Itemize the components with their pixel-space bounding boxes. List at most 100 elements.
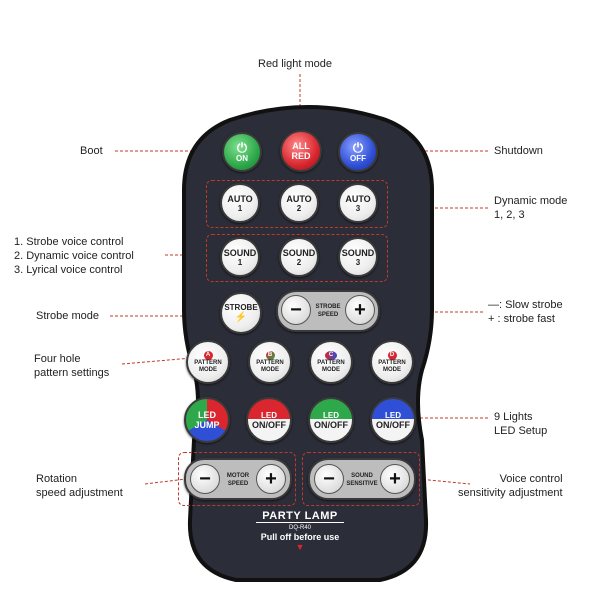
auto-number: 2 [296, 203, 302, 213]
strobe-speed-line2: SPEED [317, 312, 339, 318]
led-onoff-label: ON/OFF [314, 419, 348, 430]
pattern-line1: PATTERN [317, 359, 345, 366]
pattern-d-button[interactable]: D PATTERN MODE [370, 340, 414, 384]
callout-voice-sens-line1: Voice control [499, 473, 563, 485]
all-red-button[interactable]: ALL RED [280, 130, 322, 172]
callout-strobe-mode: Strobe mode [36, 310, 99, 322]
sound-group-frame [206, 234, 388, 282]
pattern-line2: MODE [383, 366, 401, 373]
led-jump-button[interactable]: LED JUMP [184, 397, 230, 443]
callout-four-hole-line2: pattern settings [34, 367, 110, 379]
callout-nine-lights-line1: 9 Lights [494, 411, 533, 423]
led-red-onoff-button[interactable]: LED ON/OFF [246, 397, 292, 443]
led-green-onoff-button[interactable]: LED ON/OFF [308, 397, 354, 443]
pattern-dot-icon: D [387, 350, 397, 360]
sound-1-button[interactable]: SOUND 1 [220, 237, 260, 277]
sound-3-button[interactable]: SOUND 3 [338, 237, 378, 277]
sound-label: SOUND [282, 247, 316, 258]
callout-voice-sensitivity: Voice control sensitivity adjustment [458, 472, 563, 500]
pattern-line2: MODE [322, 366, 340, 373]
strobe-fast-button[interactable]: + [345, 295, 375, 325]
strobe-button[interactable]: STROBE ⚡ [220, 292, 262, 334]
motor-slower-button[interactable]: − [190, 464, 220, 494]
strobe-label: STROBE [224, 303, 258, 312]
auto-1-button[interactable]: AUTO 1 [220, 183, 260, 223]
power-on-button[interactable]: ⏻ ON [222, 132, 262, 172]
motor-speed-control: − MOTOR SPEED + [184, 458, 292, 500]
auto-2-button[interactable]: AUTO 2 [279, 183, 319, 223]
led-label: LED [323, 410, 339, 420]
led-blue-onoff-button[interactable]: LED ON/OFF [370, 397, 416, 443]
motor-speed-label: MOTOR SPEED [221, 472, 255, 488]
led-jump-line2: JUMP [194, 420, 220, 430]
plus-icon: + [265, 467, 277, 490]
auto-3-button[interactable]: AUTO 3 [338, 183, 378, 223]
callout-fast-strobe: + : strobe fast [488, 313, 555, 325]
pattern-dot-icon: A [203, 350, 213, 360]
auto-number: 3 [355, 203, 361, 213]
callout-strobe-speed: —: Slow strobe + : strobe fast [488, 298, 563, 326]
callout-dynamic-mode: Dynamic mode 1, 2, 3 [494, 194, 567, 222]
pattern-line2: MODE [199, 366, 217, 373]
auto-number: 1 [237, 203, 243, 213]
strobe-speed-line1: STROBE [315, 304, 341, 310]
callout-four-hole-line1: Four hole [34, 353, 81, 365]
callout-voice-control: 1. Strobe voice control 2. Dynamic voice… [14, 235, 134, 277]
led-label: LED [261, 410, 277, 420]
pull-off-notice: Pull off before use [260, 532, 340, 542]
callout-voice-line3: 3. Lyrical voice control [14, 264, 123, 276]
pattern-a-button[interactable]: A PATTERN MODE [186, 340, 230, 384]
callout-rotation-line1: Rotation [36, 473, 77, 485]
led-onoff-label: ON/OFF [376, 419, 410, 430]
pattern-b-button[interactable]: B PATTERN MODE [248, 340, 292, 384]
pattern-line1: PATTERN [194, 359, 222, 366]
callout-voice-line2: 2. Dynamic voice control [14, 250, 134, 262]
sound-sensitive-label: SOUND SENSITIVE [345, 472, 379, 488]
sound-sens-line1: SOUND [351, 473, 373, 479]
auto-label: AUTO [345, 193, 371, 204]
sound-sens-line2: SENSITIVE [346, 481, 378, 487]
model-number: DQ-R40 [288, 525, 311, 531]
callout-dynamic-mode-line1: Dynamic mode [494, 195, 568, 207]
power-off-label: OFF [350, 154, 366, 163]
all-red-line2: RED [291, 151, 311, 161]
callout-shutdown: Shutdown [494, 145, 543, 157]
sound-number: 2 [296, 257, 302, 267]
strobe-speed-label: STROBE SPEED [312, 303, 344, 319]
plus-icon: + [354, 298, 366, 321]
auto-label: AUTO [286, 193, 312, 204]
pattern-line1: PATTERN [256, 359, 284, 366]
lightning-icon: ⚡ [234, 312, 248, 323]
sound-number: 3 [355, 257, 361, 267]
sound-label: SOUND [223, 247, 257, 258]
branding: PARTY LAMP DQ-R40 Pull off before use ▼ [230, 510, 370, 552]
minus-icon: − [290, 298, 302, 321]
callout-dynamic-mode-line2: 1, 2, 3 [494, 209, 525, 221]
callout-rotation-line2: speed adjustment [36, 487, 123, 499]
pattern-c-button[interactable]: C PATTERN MODE [309, 340, 353, 384]
minus-icon: − [323, 467, 335, 490]
sound-number: 1 [237, 257, 243, 267]
minus-icon: − [199, 467, 211, 490]
sound-2-button[interactable]: SOUND 2 [279, 237, 319, 277]
all-red-line1: ALL [292, 141, 310, 151]
sound-sensitivity-control: − SOUND SENSITIVE + [308, 458, 416, 500]
pattern-dot-icon: B [265, 350, 275, 360]
power-off-button[interactable]: ⏻ OFF [338, 132, 378, 172]
pattern-dot-icon: C [325, 350, 337, 360]
auto-label: AUTO [227, 193, 253, 204]
motor-line1: MOTOR [226, 473, 250, 479]
sound-label: SOUND [341, 247, 375, 258]
led-onoff-label: ON/OFF [252, 419, 286, 430]
motor-faster-button[interactable]: + [256, 464, 286, 494]
power-icon: ⏻ [236, 140, 248, 155]
pattern-line2: MODE [261, 366, 279, 373]
strobe-slow-button[interactable]: − [281, 295, 311, 325]
led-label: LED [385, 410, 401, 420]
sensitivity-down-button[interactable]: − [314, 464, 344, 494]
power-on-label: ON [236, 154, 248, 163]
arrow-down-icon: ▼ [295, 542, 305, 552]
callout-rotation: Rotation speed adjustment [36, 472, 123, 500]
sensitivity-up-button[interactable]: + [380, 464, 410, 494]
callout-nine-lights: 9 Lights LED Setup [494, 410, 547, 438]
